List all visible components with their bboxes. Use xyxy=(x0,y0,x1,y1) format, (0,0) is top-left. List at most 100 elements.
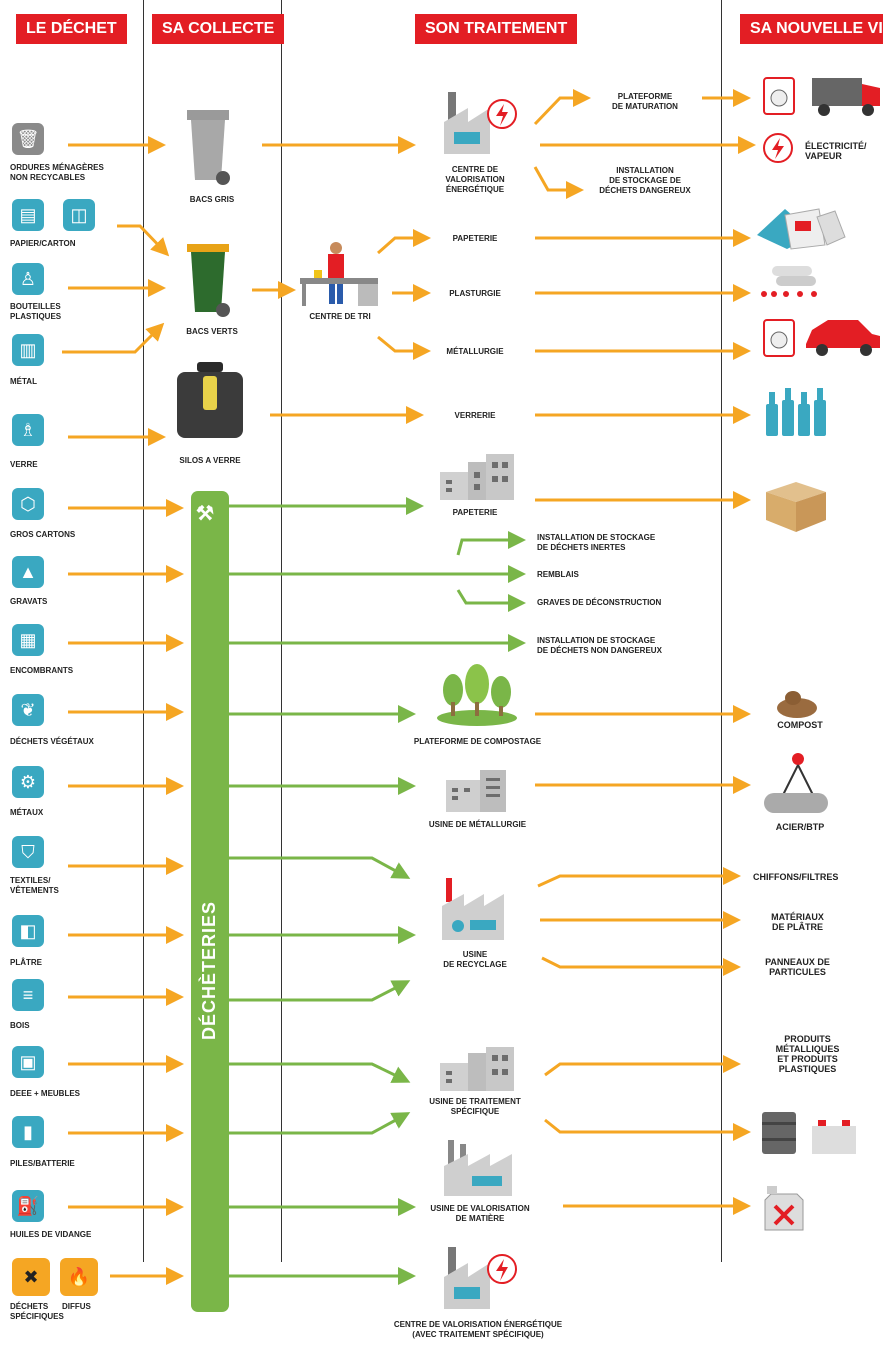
label-diffus: DIFFUS xyxy=(62,1302,91,1311)
bicycle-icon: ⚙ xyxy=(12,766,44,798)
toxic-icon: ✖ xyxy=(12,1258,50,1296)
appliance-icon: ▣ xyxy=(12,1046,44,1078)
glass-bottles-icon xyxy=(766,388,826,436)
plastic-pipes-icon xyxy=(761,266,817,297)
label-huiles: HUILES DE VIDANGE xyxy=(10,1230,92,1239)
label-usine-valorisation-matiere: USINE DE VALORISATION DE MATIÈRE xyxy=(430,1204,530,1223)
label-vegetaux: DÉCHETS VÉGÉTAUX xyxy=(10,737,94,746)
label-centre-valorisation-specifique: CENTRE DE VALORISATION ÉNERGÉTIQUE (AVEC… xyxy=(393,1320,563,1339)
paper-icon: ▤ xyxy=(12,199,44,231)
glass-silo-icon xyxy=(177,362,243,438)
label-chiffons: CHIFFONS/FILTRES xyxy=(753,872,839,882)
label-compost: COMPOST xyxy=(777,720,823,730)
column-divider xyxy=(721,0,722,1262)
paper-sheets-icon xyxy=(757,208,846,250)
bottles-icon: ♙ xyxy=(12,263,44,295)
header-collecte: SA COLLECTE xyxy=(152,14,285,44)
electricity-icon xyxy=(763,133,793,163)
label-bacs-gris: BACS GRIS xyxy=(189,195,235,204)
label-metal: MÉTAL xyxy=(10,377,37,386)
can-icon: ▥ xyxy=(12,334,44,366)
glass-bottle-icon: ♗ xyxy=(12,414,44,446)
label-papeterie2: PAPETERIE xyxy=(452,508,498,517)
flammable-icon: 🔥 xyxy=(60,1258,98,1296)
recycling-plant-icon xyxy=(442,878,504,940)
label-produits: PRODUITS MÉTALLIQUES ET PRODUITS PLASTIQ… xyxy=(775,1034,840,1074)
label-silos: SILOS A VERRE xyxy=(179,456,241,465)
rubble-icon: ▲ xyxy=(12,556,44,588)
energy-plant-icon xyxy=(444,92,517,154)
header-dechet: LE DÉCHET xyxy=(16,14,127,44)
material-recovery-plant-icon xyxy=(444,1140,512,1196)
label-stockage-dangereux: INSTALLATION DE STOCKAGE DE DÉCHETS DANG… xyxy=(599,166,691,195)
green-bin-icon xyxy=(187,244,230,317)
tshirt-icon: ⛉ xyxy=(12,836,44,868)
box-icon: ⬡ xyxy=(12,488,44,520)
metallurgy-plant-icon xyxy=(446,770,506,812)
label-gravats: GRAVATS xyxy=(10,597,48,606)
label-bouteilles: BOUTEILLES PLASTIQUES xyxy=(10,302,62,321)
label-stockage-non-dangereux: INSTALLATION DE STOCKAGE DE DÉCHETS NON … xyxy=(537,636,662,655)
column-divider xyxy=(281,0,282,1262)
label-bois: BOIS xyxy=(10,1021,30,1030)
column-divider xyxy=(143,0,144,1262)
label-panneaux: PANNEAUX DE PARTICULES xyxy=(765,957,830,977)
label-papeterie: PAPETERIE xyxy=(452,234,498,243)
label-plasturgie: PLASTURGIE xyxy=(449,289,501,298)
header-traitement: SON TRAITEMENT xyxy=(415,14,578,44)
jerrycan-icon xyxy=(764,1186,804,1231)
dumpster-icon: ⚒ xyxy=(196,503,214,525)
label-bacs-verts: BACS VERTS xyxy=(186,327,238,336)
decheteries-bar xyxy=(191,491,229,1312)
compost-icon xyxy=(777,691,817,718)
battery-icon: ▮ xyxy=(12,1116,44,1148)
label-verrerie: VERRERIE xyxy=(454,411,496,420)
paper-mill-icon xyxy=(440,454,514,500)
label-deee: DEEE + MEUBLES xyxy=(10,1089,81,1098)
drum-battery-icon xyxy=(762,1112,856,1154)
oil-can-icon: ⛽ xyxy=(12,1190,44,1222)
grey-bin-icon xyxy=(187,110,230,185)
label-metaux: MÉTAUX xyxy=(10,808,44,817)
label-encombrants: ENCOMBRANTS xyxy=(10,666,74,675)
specific-treatment-plant-icon xyxy=(440,1047,514,1091)
label-centre-tri: CENTRE DE TRI xyxy=(309,312,371,321)
label-platre: PLÂTRE xyxy=(10,958,42,967)
furniture-icon: ▦ xyxy=(12,624,44,656)
steel-beam-icon xyxy=(764,753,828,813)
label-usine-recyclage: USINE DE RECYCLAGE xyxy=(443,950,507,969)
sorting-center-icon xyxy=(300,242,378,306)
label-electricite: ÉLECTRICITÉ/ VAPEUR xyxy=(805,141,867,161)
trees-icon xyxy=(437,664,517,726)
label-acier: ACIER/BTP xyxy=(775,822,825,832)
label-remblais: REMBLAIS xyxy=(537,570,579,579)
washing-machine-truck-icon xyxy=(763,77,880,116)
label-ordures: ORDURES MÉNAGÈRES NON RECYCABLES xyxy=(10,163,104,182)
leaves-icon: ❦ xyxy=(12,694,44,726)
label-textiles: TEXTILES/ VÊTEMENTS xyxy=(10,876,59,895)
label-plateforme-maturation: PLATEFORME DE MATURATION xyxy=(612,92,678,111)
wood-pallet-icon: ≡ xyxy=(12,979,44,1011)
label-graves: GRAVES DE DÉCONSTRUCTION xyxy=(537,598,662,607)
energy-plant-specific-icon xyxy=(444,1247,517,1309)
washing-machine-car-icon xyxy=(763,319,880,357)
header-nouvelle-vie: SA NOUVELLE VIE xyxy=(740,14,883,44)
cardboard-icon: ◫ xyxy=(63,199,95,231)
label-piles: PILES/BATTERIE xyxy=(10,1159,75,1168)
label-materiaux-platre: MATÉRIAUX DE PLÂTRE xyxy=(771,912,824,932)
label-papier: PAPIER/CARTON xyxy=(10,239,76,248)
plaster-icon: ◧ xyxy=(12,915,44,947)
label-gros-cartons: GROS CARTONS xyxy=(10,530,76,539)
label-metallurgie: MÉTALLURGIE xyxy=(446,347,504,356)
label-usine-traitement: USINE DE TRAITEMENT SPÉCIFIQUE xyxy=(429,1097,521,1116)
label-compostage: PLATEFORME DE COMPOSTAGE xyxy=(413,737,542,746)
label-stockage-inertes: INSTALLATION DE STOCKAGE DE DÉCHETS INER… xyxy=(537,533,656,552)
label-verre: VERRE xyxy=(10,460,38,469)
trash-bag-icon: 🗑 xyxy=(12,123,44,155)
label-centre-valorisation: CENTRE DE VALORISATION ÉNERGÉTIQUE xyxy=(445,165,505,194)
label-usine-metallurgie: USINE DE MÉTALLURGIE xyxy=(428,820,527,829)
cardboard-box-icon xyxy=(766,482,826,532)
label-dechets-specifiques: DÉCHETS SPÉCIFIQUES xyxy=(10,1302,64,1321)
